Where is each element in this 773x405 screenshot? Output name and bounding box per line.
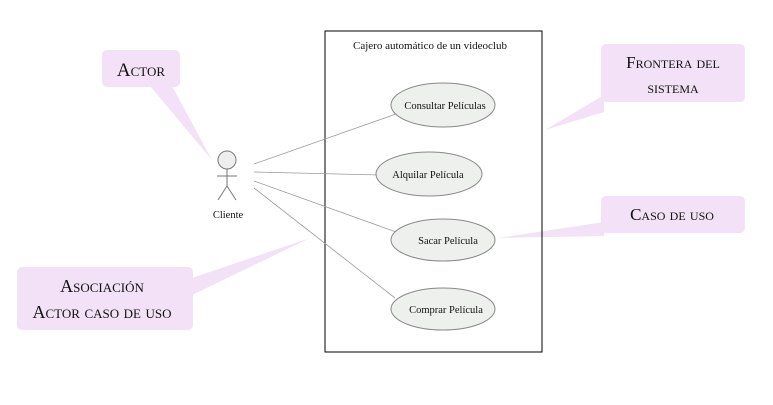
frontera-callout-pointer (545, 95, 604, 130)
asociacion-callout (17, 267, 193, 330)
actor-figure (217, 150, 237, 201)
caso-callout-text: Caso de uso (630, 205, 714, 224)
use-case-consultar-label: Consultar Películas (404, 101, 485, 112)
association-sacar (253, 180, 397, 233)
frontera-callout-line1: Frontera del (626, 53, 720, 72)
use-case-sacar-label: Sacar Película (418, 236, 478, 247)
actor-callout-pointer (150, 86, 212, 160)
actor-callout (102, 50, 180, 87)
asociacion-callout-line1: Asociación (60, 276, 144, 296)
system-title: Cajero automático de un videoclub (353, 40, 507, 52)
associations (253, 113, 397, 299)
use-case-comprar-label: Comprar Película (409, 305, 483, 316)
actor-callout-text: Actor (117, 60, 165, 81)
association-alquilar (253, 171, 381, 176)
frontera-callout (601, 44, 745, 102)
actor-head (217, 150, 237, 170)
association-comprar (253, 187, 396, 299)
use-case-alquilar-label: Alquilar Película (392, 170, 464, 181)
use-case-consultar (390, 82, 496, 128)
use-case-comprar (390, 287, 496, 331)
asociacion-callout-line2: Actor caso de uso (33, 302, 172, 322)
frontera-callout-line2: sistema (647, 78, 699, 97)
caso-callout-pointer (498, 222, 604, 238)
system-boundary (324, 30, 543, 353)
caso-callout (601, 196, 745, 233)
asociacion-callout-pointer (180, 238, 310, 296)
actor-label: Cliente (213, 210, 244, 221)
association-consultar (253, 113, 397, 165)
use-case-sacar (390, 218, 496, 262)
use-case-alquilar (375, 151, 483, 197)
